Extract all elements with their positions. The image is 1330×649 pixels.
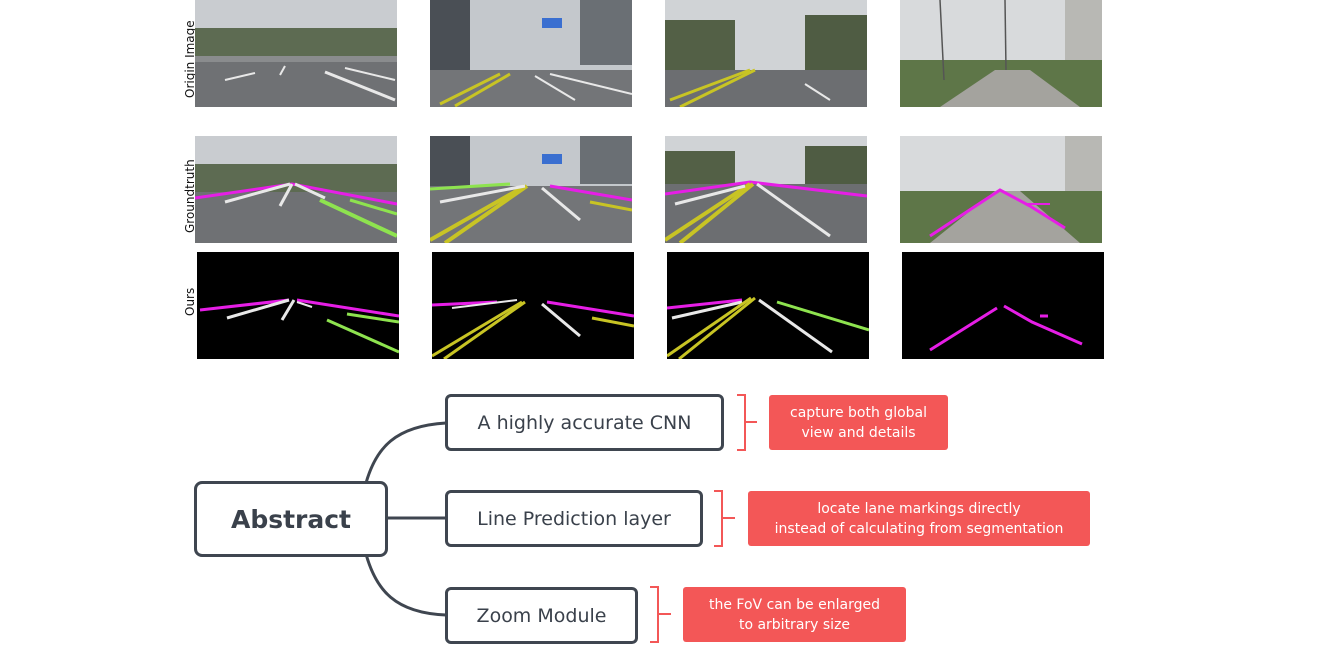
bracket-3 [650,586,671,643]
note-zoom-module-line-1: the FoV can be enlarged [709,596,880,613]
groundtruth-image-2 [430,136,632,243]
note-line-prediction-line-2: instead of calculating from segmentation [774,520,1064,537]
groundtruth-image-1 [195,136,397,243]
abstract-node: Abstract [194,481,388,557]
ours-result-1 [197,252,399,359]
bracket-1 [737,394,757,451]
note-line-prediction-line-1: locate lane markings directly [817,500,1021,517]
branch-node-zoom-module: Zoom Module [445,587,638,644]
note-zoom-module: the FoV can be enlarged to arbitrary siz… [683,587,906,642]
ours-result-3 [667,252,869,359]
branch-node-line-prediction: Line Prediction layer [445,490,703,547]
bracket-2 [714,490,735,547]
note-cnn-line-1: capture both global [790,404,927,421]
note-cnn: capture both global view and details [769,395,948,450]
groundtruth-image-3 [665,136,867,243]
connector-branch-1 [364,421,447,484]
branch-node-cnn: A highly accurate CNN [445,394,724,451]
origin-image-1 [195,0,397,107]
groundtruth-image-4 [900,136,1102,243]
note-cnn-line-2: view and details [801,424,916,441]
origin-image-2 [430,0,632,107]
origin-image-4 [900,0,1102,107]
note-line-prediction: locate lane markings directly instead of… [748,491,1090,546]
connector-branch-3 [364,553,447,617]
ours-result-4 [902,252,1104,359]
note-zoom-module-line-2: to arbitrary size [738,616,851,633]
origin-image-3 [665,0,867,107]
ours-result-2 [432,252,634,359]
